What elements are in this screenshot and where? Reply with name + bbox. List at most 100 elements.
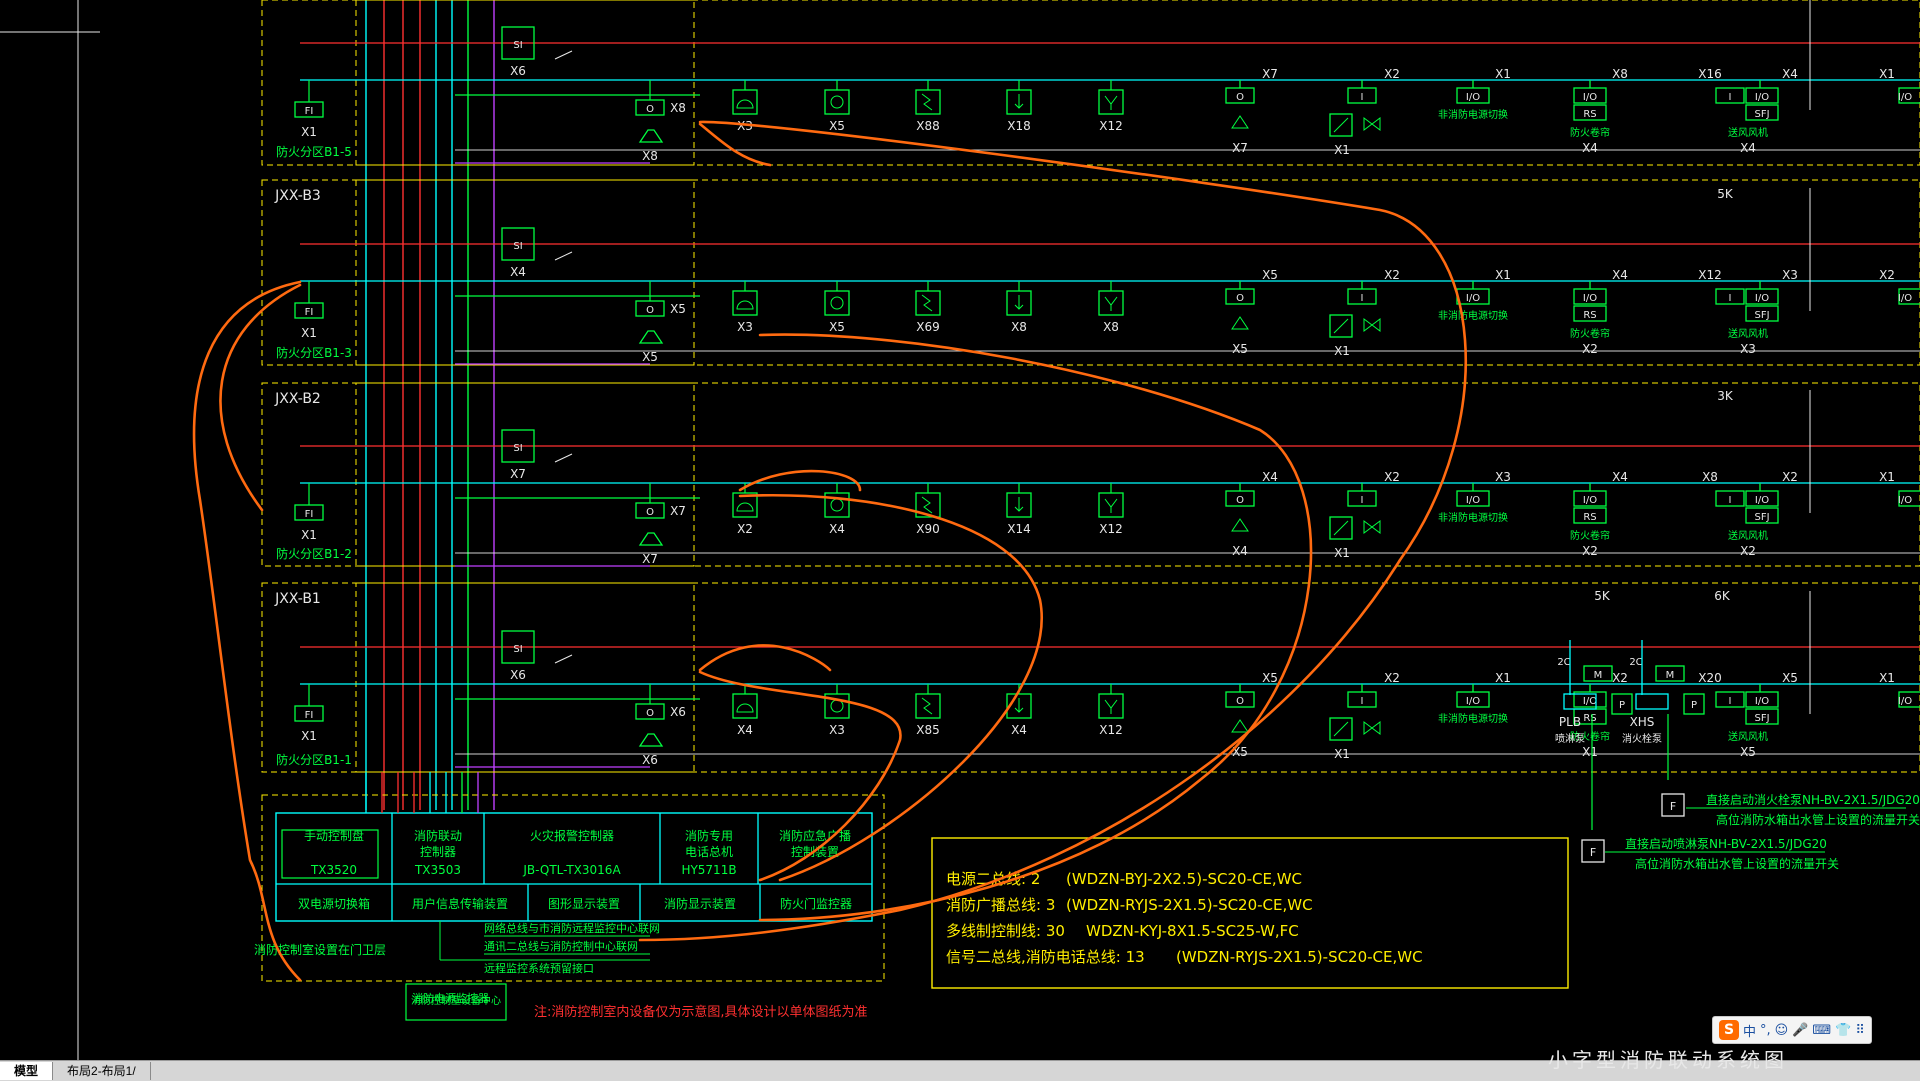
label: I/O: [1898, 696, 1912, 707]
control-aux-name: 消防显示装置: [664, 896, 736, 911]
pump-motor-module: [1655, 665, 1685, 682]
fire-zone-frame: [261, 582, 1920, 773]
signal-module: [1225, 87, 1255, 104]
slash-mark: [554, 453, 573, 463]
horn-icon: [736, 300, 754, 310]
signal-module: [1225, 490, 1255, 507]
signal-valve-icon: [1363, 117, 1381, 131]
pump-note: 高位消防水箱出水管上设置的流量开关: [1635, 856, 1839, 871]
label: I/O: [1583, 495, 1597, 506]
label: X12: [1698, 268, 1722, 282]
label: X5: [1782, 671, 1798, 685]
pump-caption: 喷淋泵: [1555, 732, 1585, 745]
fire-zone-frame: [261, 179, 1920, 366]
label: X1: [1334, 546, 1350, 560]
end-module: [1898, 288, 1920, 305]
legend-key: 信号二总线,消防电话总线: 13: [946, 948, 1145, 966]
smoke-detector-icon: [921, 294, 933, 312]
pump-note: 直接启动消火栓泵NH-BV-2X1.5/JDG20: [1706, 792, 1920, 807]
ime-punct-icon[interactable]: °,: [1760, 1022, 1771, 1038]
device-caption: 送风风机: [1728, 327, 1768, 340]
zig-device: [915, 290, 941, 316]
tab-layout[interactable]: 布局2-布局1/: [53, 1062, 151, 1080]
legend-box: [931, 837, 1569, 989]
tab-model[interactable]: 模型: [0, 1062, 54, 1080]
label: X8: [1612, 67, 1628, 81]
label: P: [1691, 700, 1697, 711]
label: I/O: [1755, 293, 1769, 304]
control-device-name: 消防联动: [414, 828, 462, 843]
relay-label: O: [646, 708, 654, 719]
ime-voice-icon[interactable]: 🎤: [1792, 1022, 1809, 1038]
orange-annotation-stroke: [192, 280, 302, 982]
pump-note: 高位消防水箱出水管上设置的流量开关: [1716, 812, 1920, 827]
label: X2: [1612, 671, 1628, 685]
si-count: X4: [510, 265, 526, 279]
device-count: X4: [829, 522, 845, 536]
label: I: [1361, 92, 1364, 103]
signal-valve-icon: [1363, 318, 1381, 332]
control-device-model: TX3503: [414, 863, 461, 877]
ime-toolbar[interactable]: S 中 °, ☺ 🎤 ⌨ 👕 ⠿: [1712, 1016, 1872, 1044]
device-count: X12: [1099, 119, 1123, 133]
label: X4: [1612, 470, 1628, 484]
slash-mark: [554, 50, 573, 60]
io-module: [1573, 490, 1607, 507]
drawing-dynamic-layer: JXX-B3JXX-B2JXX-B1防火分区B1-5防火分区B1-3防火分区B1…: [254, 0, 1920, 1021]
flow-switch: [1329, 516, 1353, 540]
io-module: [1573, 87, 1607, 104]
control-aux-name: 双电源切换箱: [298, 896, 370, 911]
device-caption: 送风风机: [1728, 529, 1768, 542]
si-label: SI: [513, 644, 522, 655]
device-count: X5: [829, 119, 845, 133]
valve-icon: [1231, 316, 1249, 330]
horn-device: [732, 89, 758, 115]
label: 3K: [1717, 389, 1734, 403]
arrow-device: [1006, 492, 1032, 518]
horn-device: [732, 492, 758, 518]
manual-panel-box: [281, 829, 379, 879]
center-box: [405, 983, 507, 1021]
label: SFJ: [1754, 512, 1769, 523]
orange-annotation-stroke: [698, 670, 902, 882]
slash-mark: [554, 251, 573, 261]
label: M: [1666, 670, 1675, 681]
pump-start-module: [1635, 693, 1669, 710]
device-count: X85: [916, 723, 940, 737]
input-module: [1347, 87, 1377, 104]
orange-annotation-stroke: [638, 120, 1468, 942]
device-count: X5: [829, 320, 845, 334]
ime-keyboard-icon[interactable]: ⌨: [1812, 1022, 1832, 1038]
label: 2C: [1629, 657, 1642, 668]
input-module: [1715, 288, 1745, 305]
label: I/O: [1583, 696, 1597, 707]
label: X2: [1782, 470, 1798, 484]
control-interface-label: 远程监控系统预留接口: [484, 961, 594, 975]
label: SFJ: [1754, 713, 1769, 724]
module-box-frame: [355, 0, 695, 166]
relay-count: X6: [670, 705, 686, 719]
orange-annotation-stroke: [738, 469, 862, 492]
floor-id-label: JXX-B2: [274, 391, 321, 407]
label: X8: [1702, 470, 1718, 484]
rs-module: [1573, 104, 1607, 121]
legend-value: (WDZN-BYJ-2X2.5)-SC20-CE,WC: [1066, 870, 1302, 888]
ime-skin-icon[interactable]: 👕: [1835, 1022, 1852, 1038]
label: RS: [1583, 310, 1596, 321]
speaker-device: [824, 89, 850, 115]
ime-menu-icon[interactable]: ⠿: [1855, 1022, 1865, 1038]
ime-lang-icon[interactable]: 中: [1743, 1024, 1757, 1040]
label: X5: [1740, 745, 1756, 759]
device-count: X88: [916, 119, 940, 133]
speaker-icon: [830, 699, 844, 713]
label: X1: [1495, 671, 1511, 685]
relay-count: X7: [670, 504, 686, 518]
label: X7: [1232, 141, 1248, 155]
device-count: X8: [1011, 320, 1027, 334]
si-module: [501, 227, 535, 261]
smoke-detector-icon: [921, 697, 933, 715]
ime-emoji-icon[interactable]: ☺: [1774, 1022, 1789, 1038]
strobe-count: X7: [642, 552, 658, 566]
